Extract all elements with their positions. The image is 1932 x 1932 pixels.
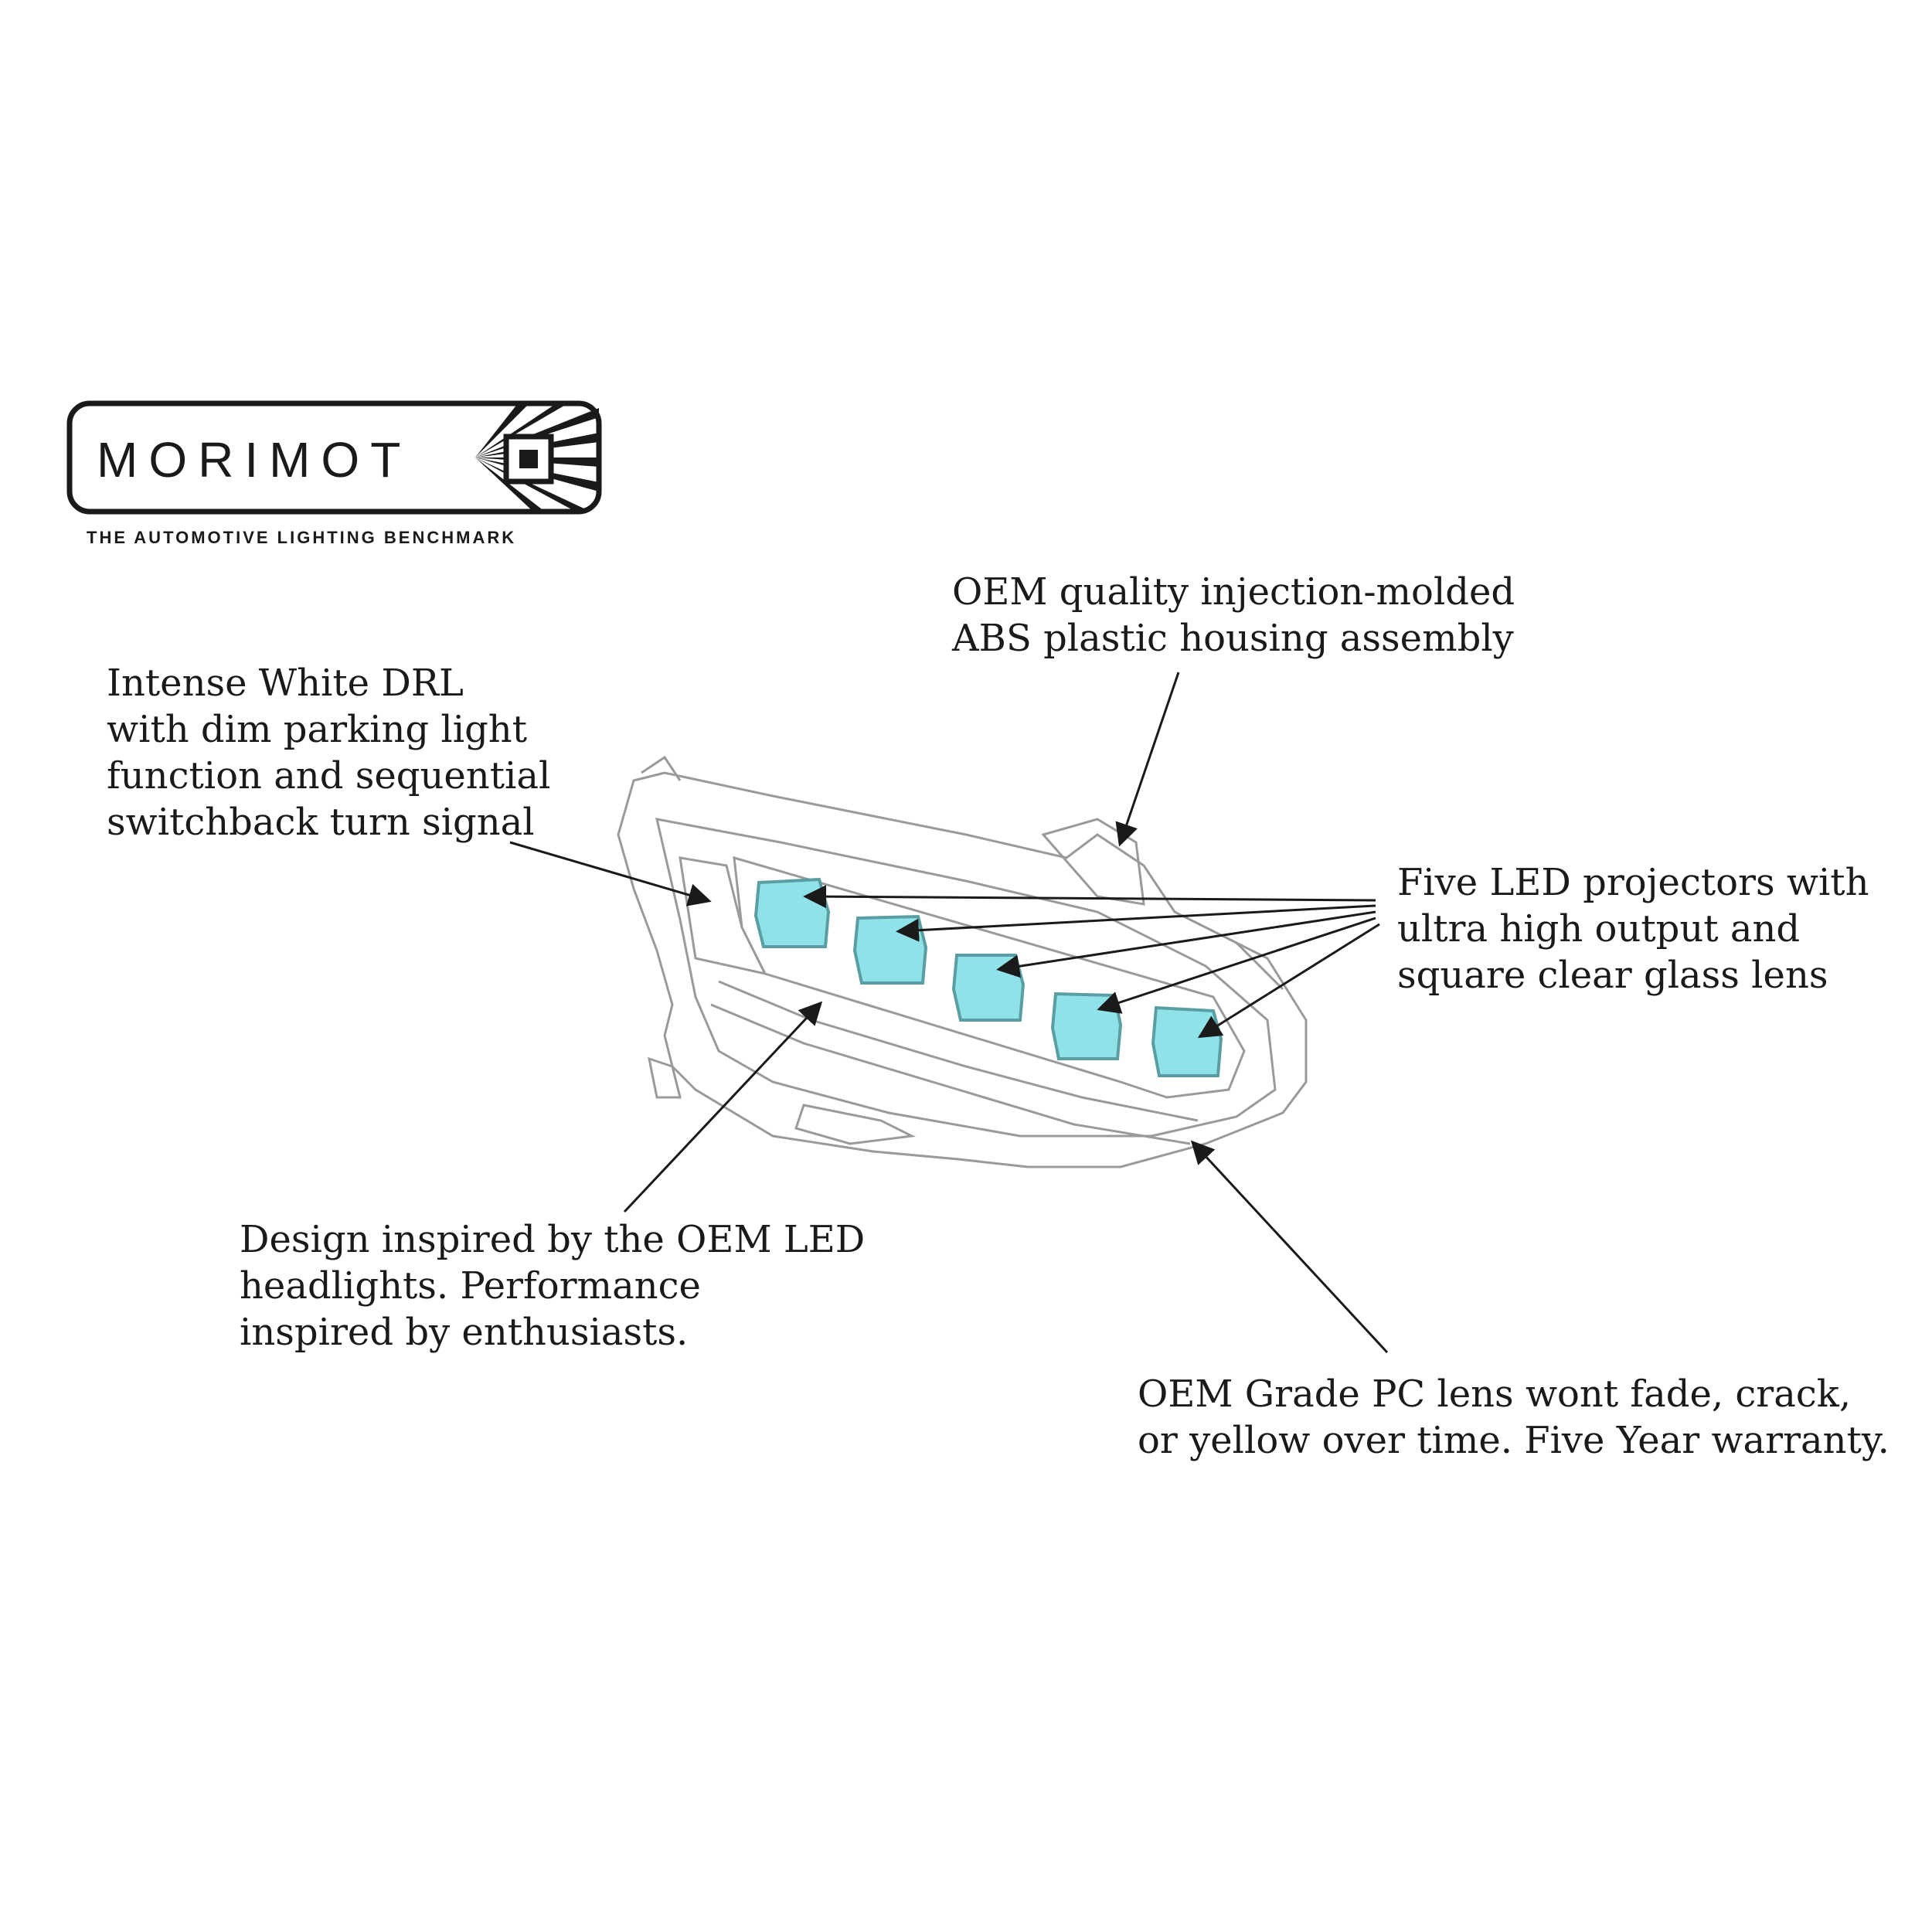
callout-housing: OEM quality injection-molded ABS plastic… xyxy=(952,570,1515,660)
projector-1 xyxy=(753,877,831,948)
inner-housing-outline xyxy=(655,818,1277,1138)
arrow-housing xyxy=(1115,672,1180,847)
outer-housing-outline xyxy=(617,771,1308,1168)
callout-lens: OEM Grade PC lens wont fade, crack, or y… xyxy=(1138,1372,1889,1462)
lower-trim-line xyxy=(718,980,1199,1122)
arrow-projector-3 xyxy=(996,910,1376,978)
logo-tagline: The Automotive Lighting Benchmark xyxy=(87,528,517,547)
drl-channel xyxy=(679,856,767,976)
right-edge-line xyxy=(1174,910,1284,991)
sunburst-square-icon xyxy=(475,403,599,512)
logo-brand-text: MORIMOT xyxy=(97,432,411,488)
arrow-projector-1 xyxy=(803,885,1376,909)
callout-design: Design inspired by the OEM LED headlight… xyxy=(240,1218,866,1354)
top-left-tab xyxy=(641,755,682,781)
callout-projectors: Five LED projectors with ultra high outp… xyxy=(1397,861,1869,997)
top-mount-tab xyxy=(1041,818,1145,906)
projector-4 xyxy=(1050,992,1123,1060)
arrow-lens xyxy=(1190,1140,1389,1354)
led-projectors xyxy=(753,877,1223,1077)
headlight-line-drawing xyxy=(617,755,1308,1168)
projector-5 xyxy=(1151,1005,1223,1077)
projector-3 xyxy=(951,954,1026,1022)
callout-drl: Intense White DRL with dim parking light… xyxy=(107,662,551,844)
morimoto-logo: MORIMOT xyxy=(66,400,602,515)
left-mount-tab xyxy=(648,1056,682,1099)
bottom-bracket xyxy=(794,1104,917,1145)
arrow-design xyxy=(623,1001,823,1213)
arrow-projector-4 xyxy=(1097,917,1376,1014)
projector-2 xyxy=(852,914,928,985)
arrow-projector-5 xyxy=(1197,923,1380,1039)
arrow-projector-2 xyxy=(896,904,1376,942)
leader-arrows xyxy=(509,672,1389,1354)
lower-trim-line-2 xyxy=(710,1003,1191,1145)
arrow-drl xyxy=(509,841,712,906)
